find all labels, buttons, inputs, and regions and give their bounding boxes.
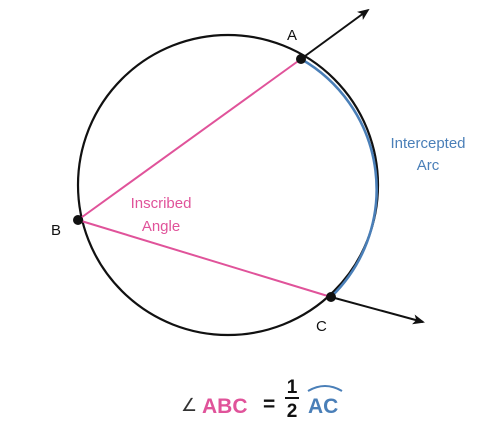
inscribed-angle-label-line1: Inscribed bbox=[131, 195, 192, 212]
intercepted-arc bbox=[300, 57, 378, 298]
intercepted-arc-label-line2: Arc bbox=[417, 157, 440, 174]
angle-name: ABC bbox=[202, 395, 248, 418]
label-b: B bbox=[51, 222, 61, 239]
chord-bc bbox=[77, 219, 332, 298]
angle-symbol: ∠ bbox=[181, 395, 197, 416]
chord-ba bbox=[77, 58, 302, 221]
inscribed-angle-label-line2: Angle bbox=[142, 218, 180, 235]
ray-c bbox=[330, 296, 425, 325]
intercepted-arc-label-line1: Intercepted bbox=[390, 135, 465, 152]
fraction-numerator: 1 bbox=[287, 377, 298, 398]
label-a: A bbox=[287, 27, 297, 44]
equals-sign: = bbox=[263, 393, 275, 416]
ray-a bbox=[300, 8, 370, 60]
point-c bbox=[326, 292, 336, 302]
arc-overline bbox=[307, 385, 343, 392]
fraction-denominator: 2 bbox=[287, 401, 298, 422]
point-b bbox=[73, 215, 83, 225]
label-c: C bbox=[316, 318, 327, 335]
formula: ∠ ABC = 1 2 AC bbox=[181, 377, 343, 422]
arc-name: AC bbox=[308, 395, 338, 418]
circle bbox=[76, 33, 380, 337]
point-a bbox=[296, 54, 306, 64]
